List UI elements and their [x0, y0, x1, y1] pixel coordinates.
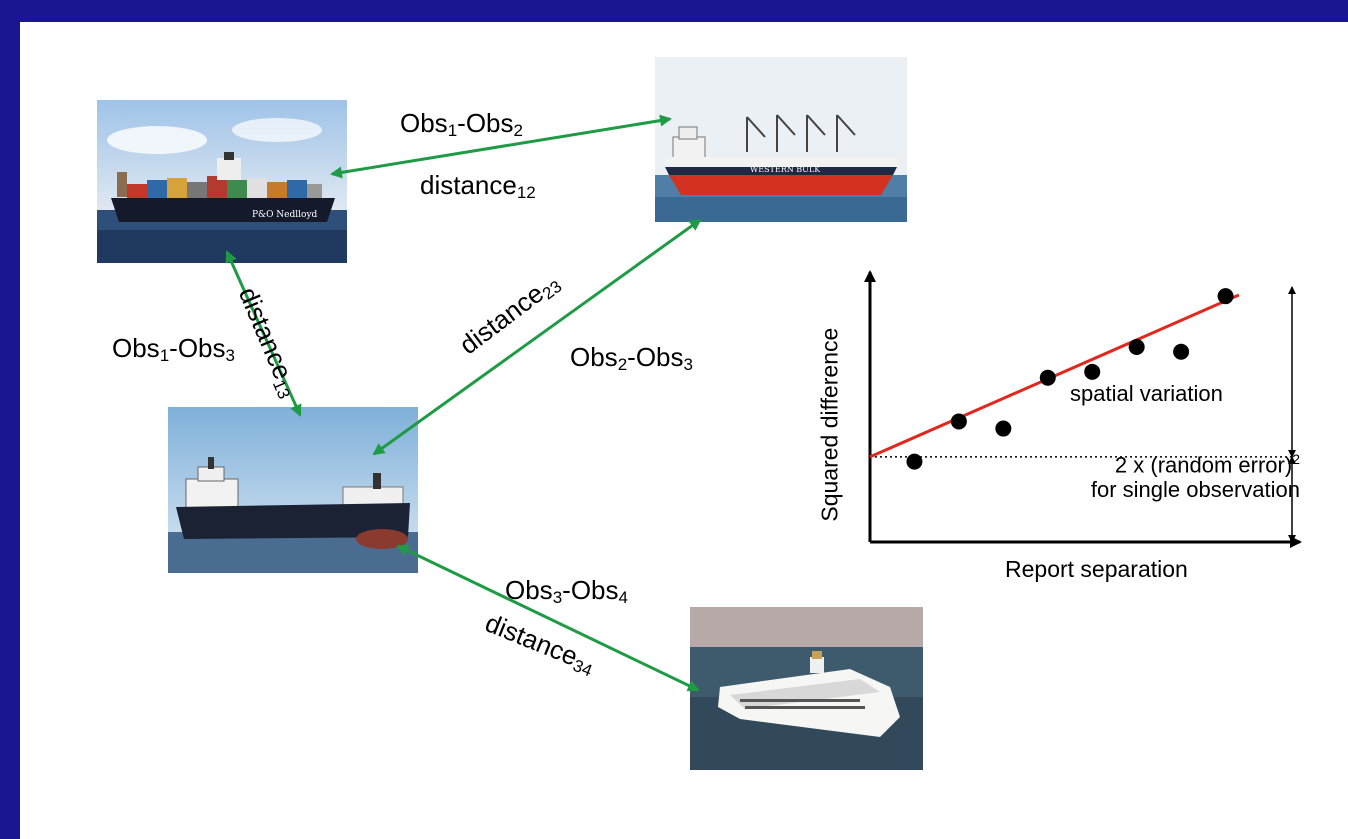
- data-point-6: [1128, 339, 1145, 355]
- label-obs3-obs4: Obs3-Obs4: [505, 575, 628, 607]
- cargo-ship-photo: [168, 407, 418, 573]
- hull-text: P&O Nedlloyd: [252, 210, 318, 220]
- data-point-7: [1173, 343, 1190, 360]
- arrow-obs3-obs4: [396, 544, 700, 692]
- arrow-layer: [225, 114, 702, 692]
- slide: P&O Nedlloyd WESTERN BULK: [20, 22, 1348, 839]
- spatial-variation-label: spatial variation: [1070, 381, 1223, 406]
- data-point-5: [1084, 363, 1101, 380]
- graph-svg: [864, 270, 1302, 548]
- x-axis-label: Report separation: [1005, 556, 1188, 582]
- label-obs1-obs3: Obs1-Obs3: [112, 333, 235, 365]
- container-ship-photo: P&O Nedlloyd: [97, 100, 347, 263]
- hull-text: WESTERN BULK: [750, 165, 821, 174]
- variogram-graph: Squared difference Report separation spa…: [810, 262, 1310, 622]
- label-distance12: distance12: [420, 170, 536, 202]
- label-obs2-obs3: Obs2-Obs3: [570, 342, 693, 374]
- arrow-obs2-obs3: [372, 218, 702, 456]
- random-error-label: 2 x (random error)2 for single observati…: [1090, 451, 1300, 502]
- data-point-2: [950, 413, 967, 430]
- bulk-carrier-photo: WESTERN BULK: [655, 57, 907, 222]
- y-axis-label: Squared difference: [816, 327, 843, 522]
- data-point-4: [1039, 369, 1056, 386]
- data-point-3: [995, 420, 1012, 437]
- data-point-8: [1217, 288, 1234, 305]
- cruise-ship-photo: [690, 607, 923, 770]
- arrow-obs1-obs2: [330, 114, 672, 179]
- data-point-1: [906, 453, 923, 470]
- arrow-obs1-obs3: [225, 250, 302, 417]
- label-obs1-obs2: Obs1-Obs2: [400, 108, 523, 140]
